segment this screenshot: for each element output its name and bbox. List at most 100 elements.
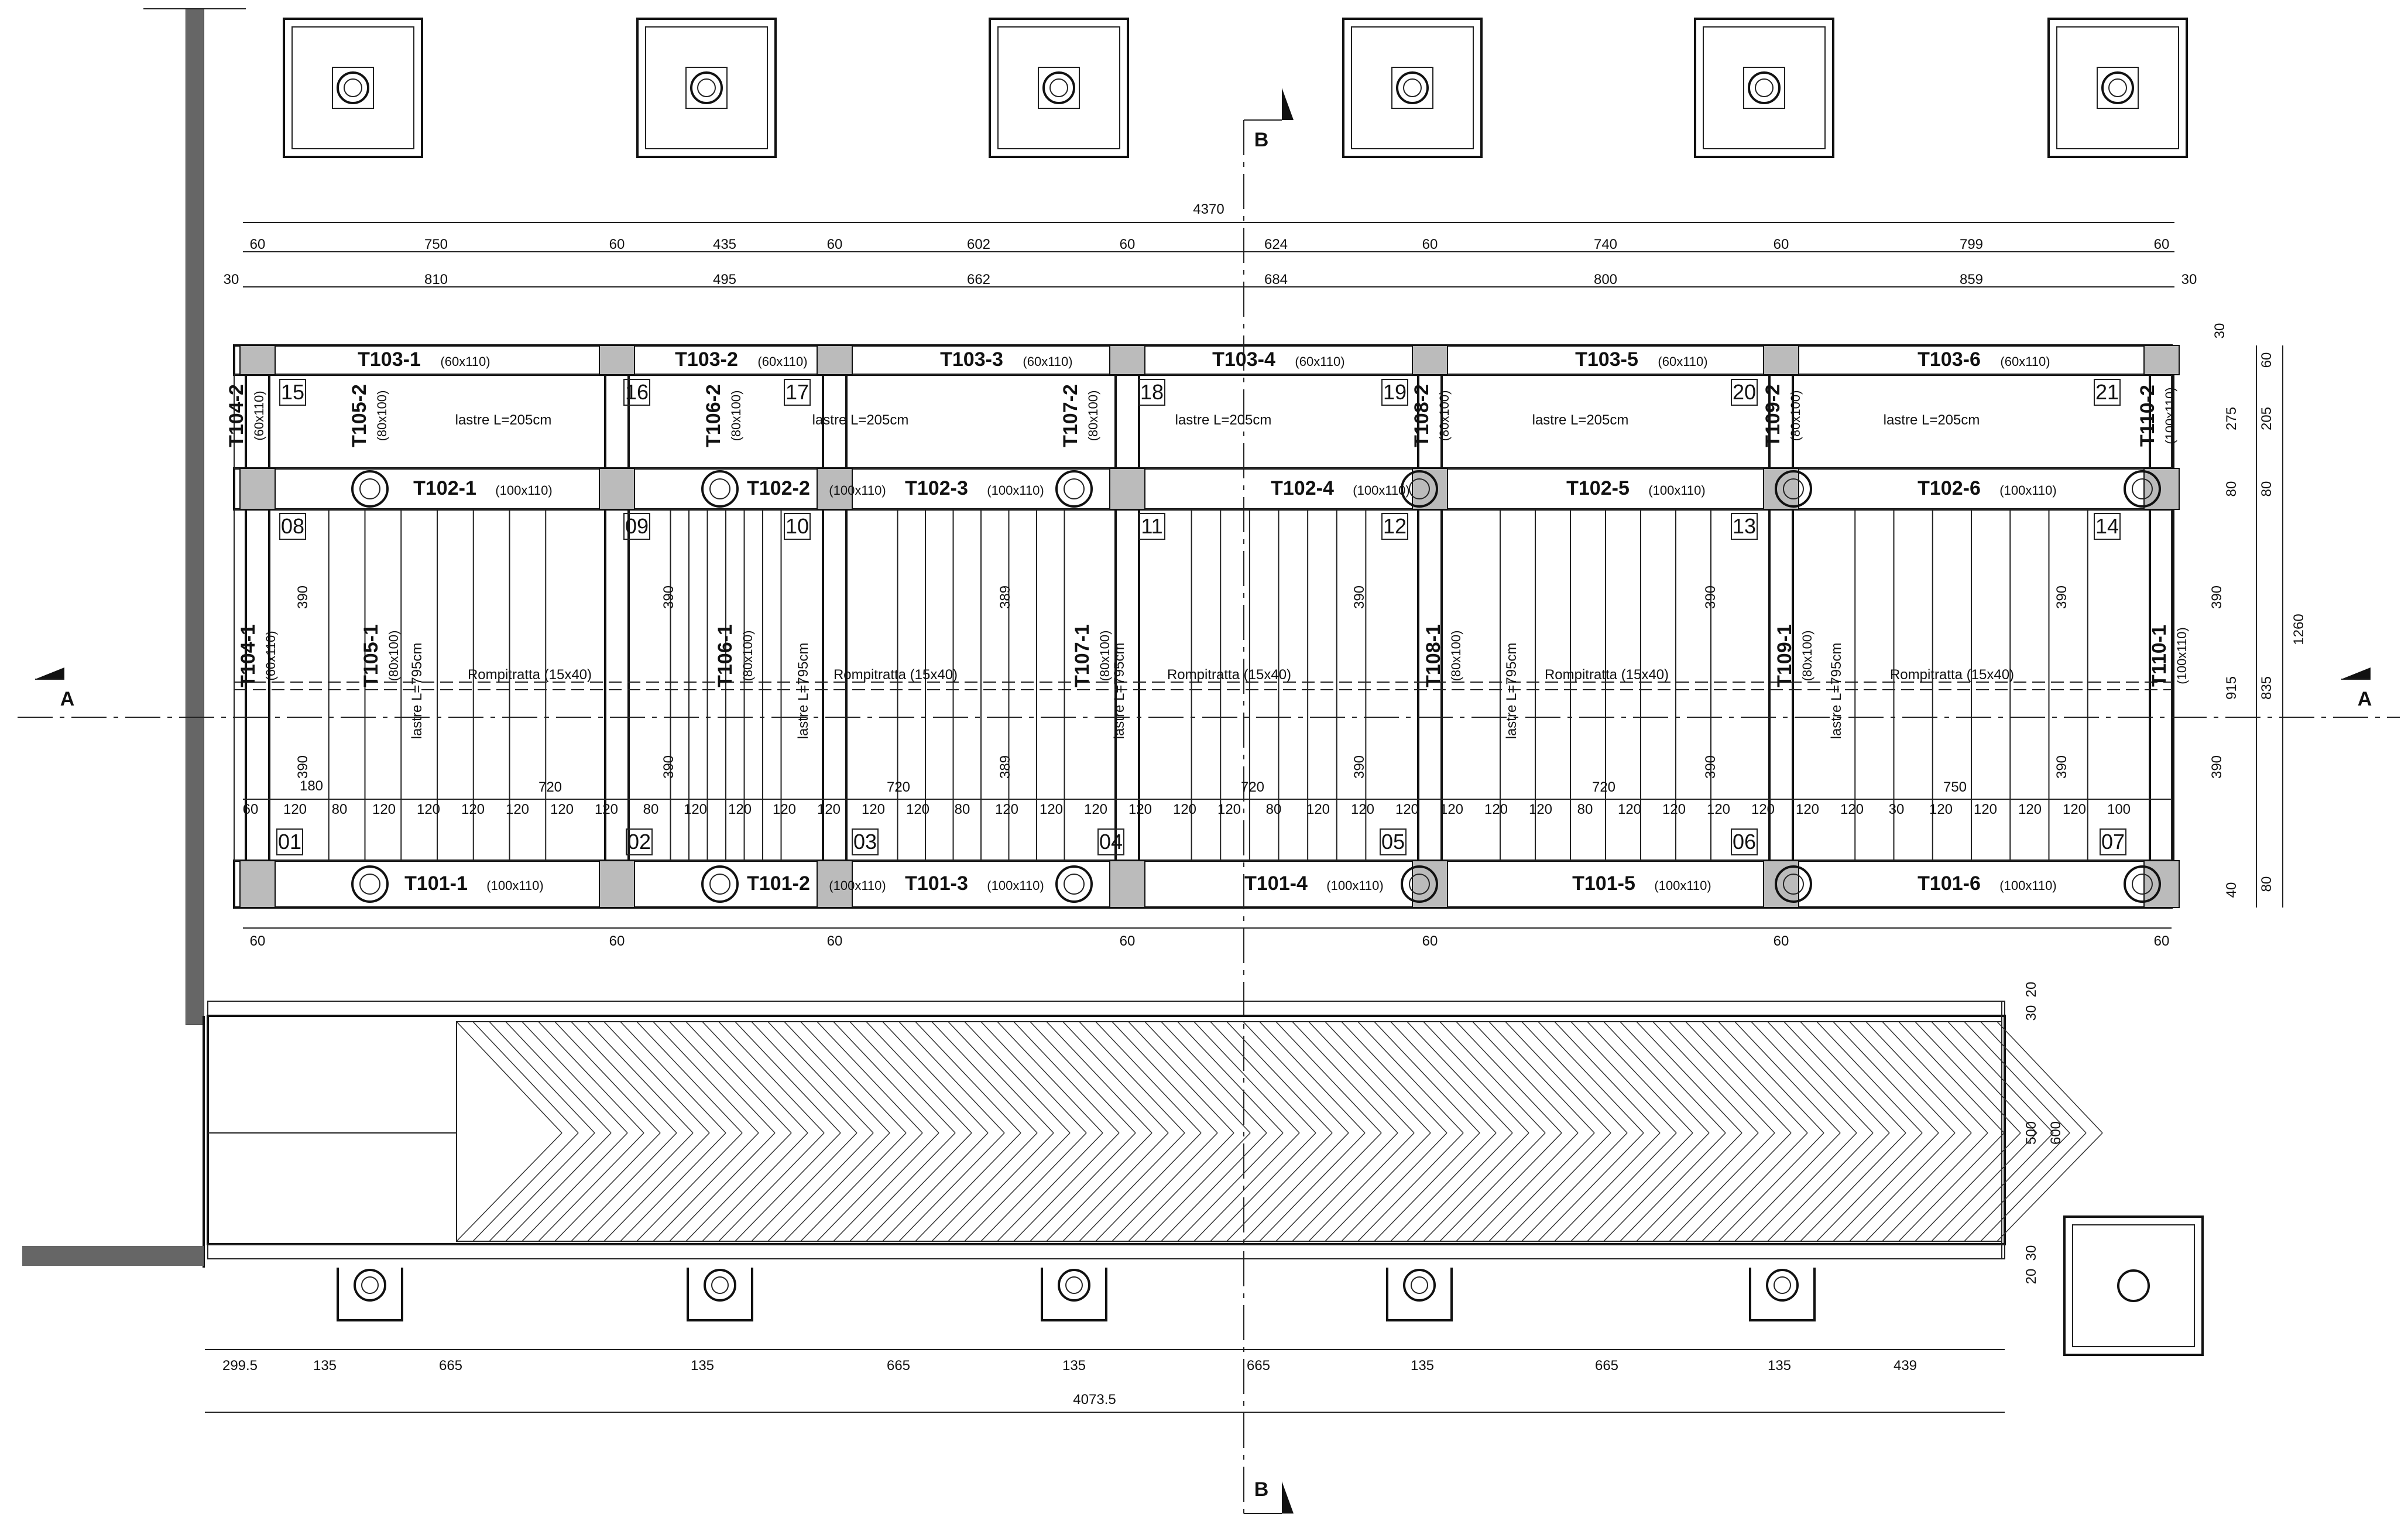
- dim-120: 120: [1484, 802, 1508, 817]
- pile-circle: [2124, 865, 2161, 903]
- hatch-line: [669, 1132, 776, 1242]
- node-box: [1381, 513, 1408, 540]
- rompitratta-label: Rompitratta (15x40): [1545, 667, 1669, 683]
- node-box: [626, 828, 653, 855]
- dim-120: 120: [1974, 802, 1997, 817]
- beam-label: T102-6: [1918, 477, 1981, 499]
- hatch-line: [849, 1132, 956, 1242]
- column-square: [1109, 468, 1145, 510]
- hatch-line: [554, 1021, 661, 1134]
- dim-120: 80: [643, 802, 659, 817]
- hatch-line: [1898, 1132, 2005, 1242]
- hatch-line: [1505, 1132, 1611, 1242]
- dim-390: 389: [997, 585, 1013, 609]
- beam-size: (60x110): [2000, 354, 2050, 369]
- lastre-label: lastre L=205cm: [1175, 412, 1272, 428]
- node-number: 11: [1141, 514, 1162, 538]
- beam-label: T101-5: [1572, 872, 1635, 895]
- pile-circle: [1055, 865, 1093, 903]
- node-box: [2094, 513, 2121, 540]
- hatch-line: [489, 1132, 595, 1242]
- beam-size: (60x110): [757, 354, 807, 369]
- hatch-line: [1915, 1132, 2021, 1242]
- hatch-line: [718, 1132, 825, 1242]
- dim-60: 60: [1774, 933, 1789, 949]
- hatch-line: [735, 1021, 841, 1134]
- hatch-line: [1112, 1132, 1218, 1242]
- hatch-line: [1669, 1132, 1775, 1242]
- hatch-line: [882, 1132, 989, 1242]
- hatch-line: [1783, 1132, 1890, 1242]
- column-square: [1763, 860, 1799, 908]
- hatch-line: [866, 1021, 972, 1134]
- hatch-line: [571, 1132, 677, 1242]
- hatch-line: [735, 1132, 841, 1242]
- dim-60: 60: [1422, 933, 1438, 949]
- beam-size: (100x110): [1654, 878, 1711, 893]
- beam-size-vertical: (60x110): [252, 391, 266, 440]
- node-number: 14: [2095, 514, 2119, 538]
- dim-bottom: 665: [1595, 1358, 1618, 1374]
- hatch-line: [1587, 1132, 1693, 1242]
- hatch-line: [767, 1021, 874, 1134]
- column-square: [1763, 468, 1799, 510]
- hatch-line: [784, 1021, 890, 1134]
- beam-size-vertical: (100x110): [2174, 627, 2189, 684]
- pile-circle: [351, 470, 389, 508]
- hatch-line: [571, 1021, 677, 1134]
- footing-inner: [291, 26, 414, 149]
- hatch-line: [702, 1021, 808, 1134]
- pile-core: [709, 874, 730, 895]
- hatch-line: [1095, 1021, 1202, 1134]
- beam-size: (60x110): [440, 354, 490, 369]
- beam-size: (100x110): [987, 878, 1044, 893]
- dim-120: 60: [243, 802, 259, 817]
- dim-120: 120: [1707, 802, 1730, 817]
- column-square: [599, 345, 635, 375]
- hatch-line: [1652, 1021, 1759, 1134]
- hatch-line: [1620, 1132, 1726, 1242]
- hatch-line: [636, 1132, 743, 1242]
- dim-120: 120: [1217, 802, 1241, 817]
- dim-120: 120: [595, 802, 618, 817]
- pile-cap: [1386, 1268, 1453, 1321]
- hatch-line: [1521, 1132, 1628, 1242]
- dim-120: 80: [1577, 802, 1593, 817]
- footing-outer: [1342, 18, 1483, 158]
- beam-size-vertical: (100x110): [2163, 387, 2177, 444]
- beam-size: (60x110): [1295, 354, 1344, 369]
- hatch-line: [833, 1132, 939, 1242]
- dim-60: 60: [609, 933, 625, 949]
- hatch-line: [1456, 1132, 1562, 1242]
- pile-core: [359, 478, 380, 499]
- hatch-line: [1964, 1132, 2070, 1242]
- hatch-line: [554, 1132, 661, 1242]
- hatch-line: [1210, 1021, 1316, 1134]
- dim-390: 390: [661, 755, 677, 779]
- pile-core: [1049, 78, 1068, 97]
- hatch-line: [1505, 1021, 1611, 1134]
- beam-label: T103-1: [358, 348, 421, 371]
- beam-label: T102-1: [413, 477, 476, 499]
- beam-size-vertical: (80x100): [1097, 631, 1112, 682]
- hatch-line: [1833, 1132, 1939, 1242]
- hatch-line: [1816, 1021, 1923, 1134]
- beam-size-vertical: (80x100): [1449, 631, 1463, 682]
- beam-label-vertical: T109-1: [1774, 624, 1796, 687]
- hatch-line: [1374, 1132, 1480, 1242]
- node-box: [784, 513, 811, 540]
- beam-size-vertical: (80x100): [375, 391, 389, 441]
- hatch-line: [1685, 1021, 1792, 1134]
- column-square: [1763, 345, 1799, 375]
- beam-size-vertical: (80x100): [1437, 391, 1452, 441]
- pile-cap: [337, 1268, 403, 1321]
- footing-inner: [1351, 26, 1474, 149]
- beam-size: (100x110): [1353, 483, 1409, 498]
- hatch-line: [1751, 1021, 1857, 1134]
- hatch-line: [1062, 1132, 1169, 1242]
- hatch-line: [1062, 1021, 1169, 1134]
- hatch-line: [1849, 1021, 1956, 1134]
- hatch-line: [1079, 1132, 1185, 1242]
- hatch-line: [849, 1021, 956, 1134]
- dim-120: 120: [1395, 802, 1419, 817]
